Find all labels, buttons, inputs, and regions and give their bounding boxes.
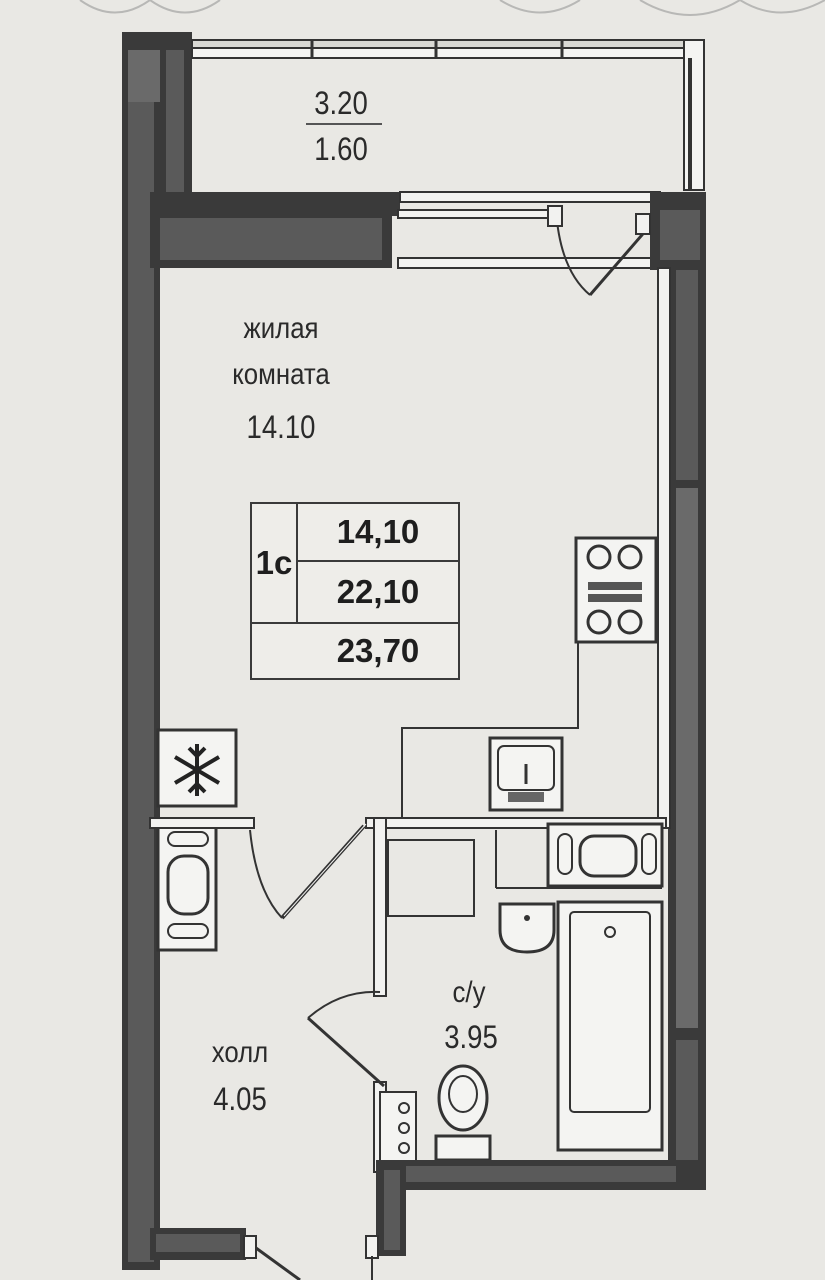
area-legend: 1с 14,10 22,10 23,70 bbox=[250, 502, 460, 680]
balcony-left-wall bbox=[160, 32, 192, 210]
total-with-balcony-value: 23,70 bbox=[252, 622, 458, 678]
washing-machine-icon bbox=[156, 818, 218, 952]
bottom-wall bbox=[150, 1160, 706, 1260]
dryer-icon bbox=[546, 822, 664, 888]
hall-name: холл bbox=[211, 1036, 269, 1069]
balcony-area-label: 1.60 bbox=[314, 131, 368, 167]
bathroom-area: 3.95 bbox=[444, 1019, 498, 1055]
apartment-type: 1с bbox=[252, 504, 298, 622]
total-area-value: 22,10 bbox=[336, 573, 420, 610]
right-wall bbox=[657, 267, 706, 1190]
toilet-icon bbox=[434, 1064, 492, 1162]
living-area-value: 14,10 bbox=[298, 504, 458, 562]
entry-door bbox=[243, 1235, 379, 1280]
balcony-railing bbox=[191, 39, 705, 191]
stove-icon bbox=[574, 536, 658, 644]
bathroom-name: с/у bbox=[452, 976, 486, 1009]
living-room-name-line2: комната bbox=[232, 358, 330, 391]
bathtub-icon bbox=[556, 900, 664, 1152]
sink-icon bbox=[488, 736, 564, 812]
living-room-name-line1: жилая bbox=[243, 312, 319, 345]
bathroom-door bbox=[306, 990, 386, 1088]
balcony-door bbox=[547, 205, 651, 296]
room-door bbox=[249, 823, 367, 920]
refrigerator-icon bbox=[156, 728, 238, 808]
hall-area: 4.05 bbox=[213, 1081, 267, 1117]
living-room-area: 14.10 bbox=[246, 409, 316, 445]
bathroom-sink-icon bbox=[498, 902, 556, 954]
kitchen-counter bbox=[401, 642, 579, 818]
balcony-room-wall bbox=[150, 191, 706, 270]
top-edge-decoration bbox=[79, 0, 825, 16]
balcony-length-label: 3.20 bbox=[314, 85, 368, 121]
radiator-icon bbox=[379, 1091, 417, 1163]
